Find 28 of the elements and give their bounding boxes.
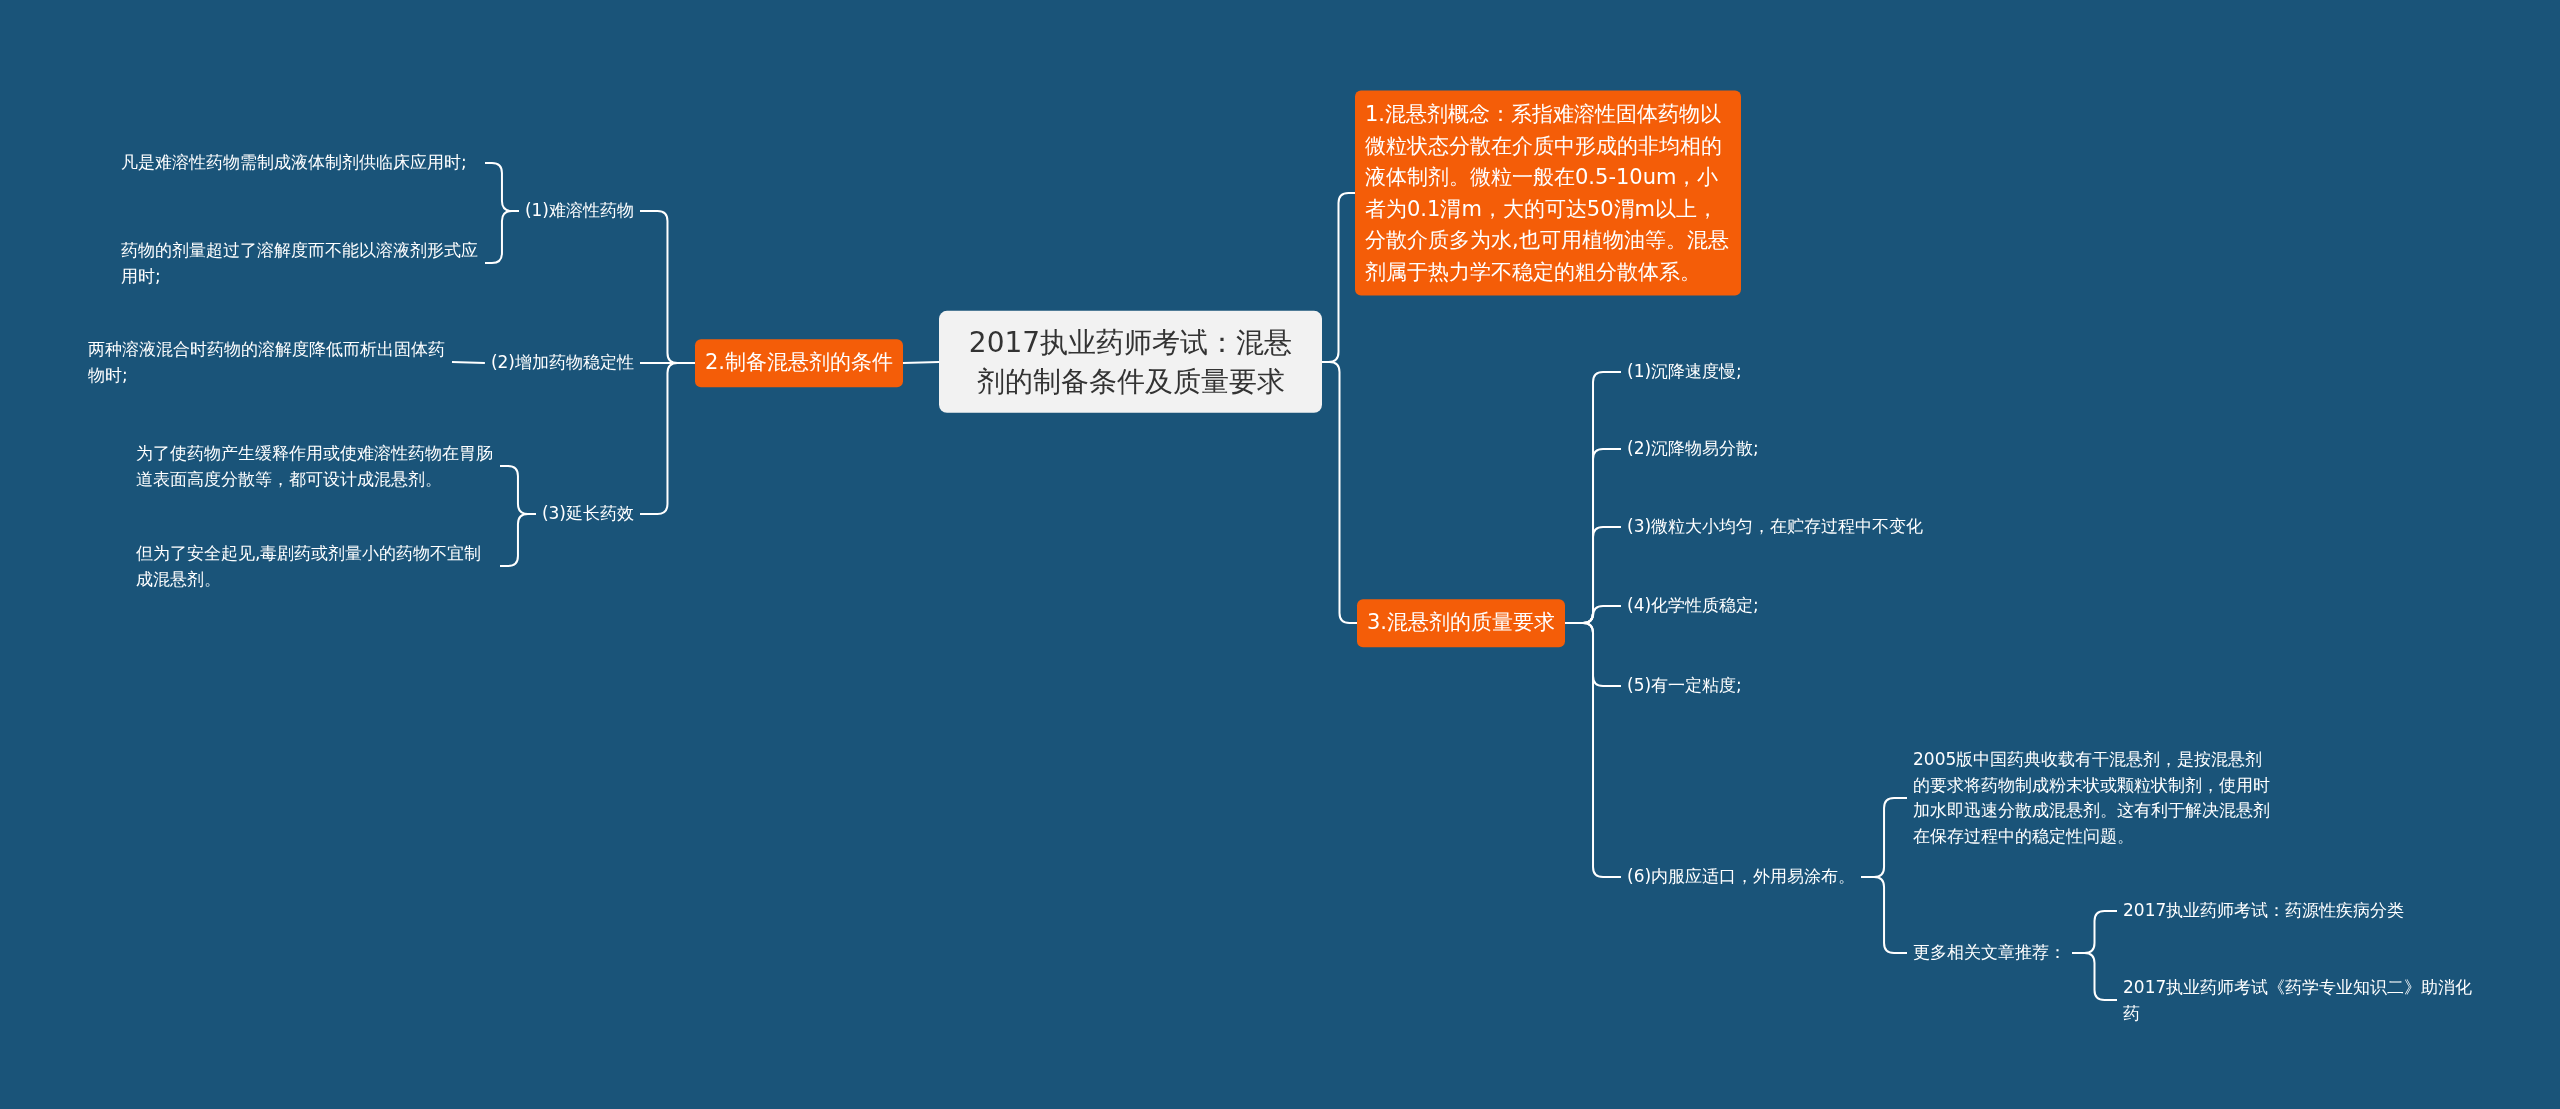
branch-text: 更多相关文章推荐： <box>1907 938 2072 968</box>
connector-line <box>2071 952 2118 1001</box>
branch-text: 2005版中国药典收载有干混悬剂，是按混悬剂的要求将药物制成粉末状或颗粒状制剂，使用时加水即迅速分散成混悬剂。这有利于解决混悬剂在保存过程中的稳定性问题。 <box>1907 745 2279 851</box>
branch-text: 2017执业药师考试《药学专业知识二》助消化药 <box>2117 972 2487 1028</box>
connector-line <box>451 361 486 364</box>
branch-text: 但为了安全起见,毒剧药或剂量小的药物不宜制成混悬剂。 <box>130 538 500 594</box>
branch-text: (5)有一定粘度; <box>1621 671 1748 701</box>
branch-text: 凡是难溶性药物需制成液体制剂供临床应用时; <box>115 148 485 178</box>
branch-text: (1)沉降速度慢; <box>1621 357 1748 387</box>
topic-box: 2017执业药师考试：混悬剂的制备条件及质量要求 <box>939 310 1322 414</box>
branch-text: (3)延长药效 <box>535 499 640 529</box>
branch-text: 为了使药物产生缓释作用或使难溶性药物在胃肠道表面高度分散等，都可设计成混悬剂。 <box>130 438 500 494</box>
branch-text: (2)增加药物稳定性 <box>484 348 640 378</box>
branch-text: (4)化学性质稳定; <box>1621 591 1765 621</box>
branch-text: (6)内服应适口，外用易涂布。 <box>1621 862 1862 892</box>
branch-text: (1)难溶性药物 <box>518 196 640 226</box>
branch-text: 两种溶液混合时药物的溶解度降低而析出固体药物时; <box>82 334 452 390</box>
connector-line <box>639 362 696 515</box>
connector-line <box>1564 622 1622 878</box>
branch-text: 药物的剂量超过了溶解度而不能以溶液剂形式应用时; <box>115 235 485 291</box>
branch-box: 1.混悬剂概念：系指难溶性固体药物以微粒状态分散在介质中形成的非均相的液体制剂。微粒一般在0.5-10um，小者为0.1渭m，大的可达50渭m以上，分散介质多为水,也可用植物油等。混悬剂属于热力学不稳定的粗分散体系。 <box>1355 90 1741 296</box>
branch-box: 3.混悬剂的质量要求 <box>1357 599 1566 647</box>
branch-text: (2)沉降物易分散; <box>1621 434 1765 464</box>
branch-box: 2.制备混悬剂的条件 <box>694 339 903 387</box>
connector-line <box>1321 361 1358 624</box>
branch-text: (3)微粒大小均匀，在贮存过程中不变化 <box>1621 512 1930 542</box>
branch-text: 2017执业药师考试：药源性疾病分类 <box>2117 896 2411 926</box>
connector-line <box>902 361 940 364</box>
